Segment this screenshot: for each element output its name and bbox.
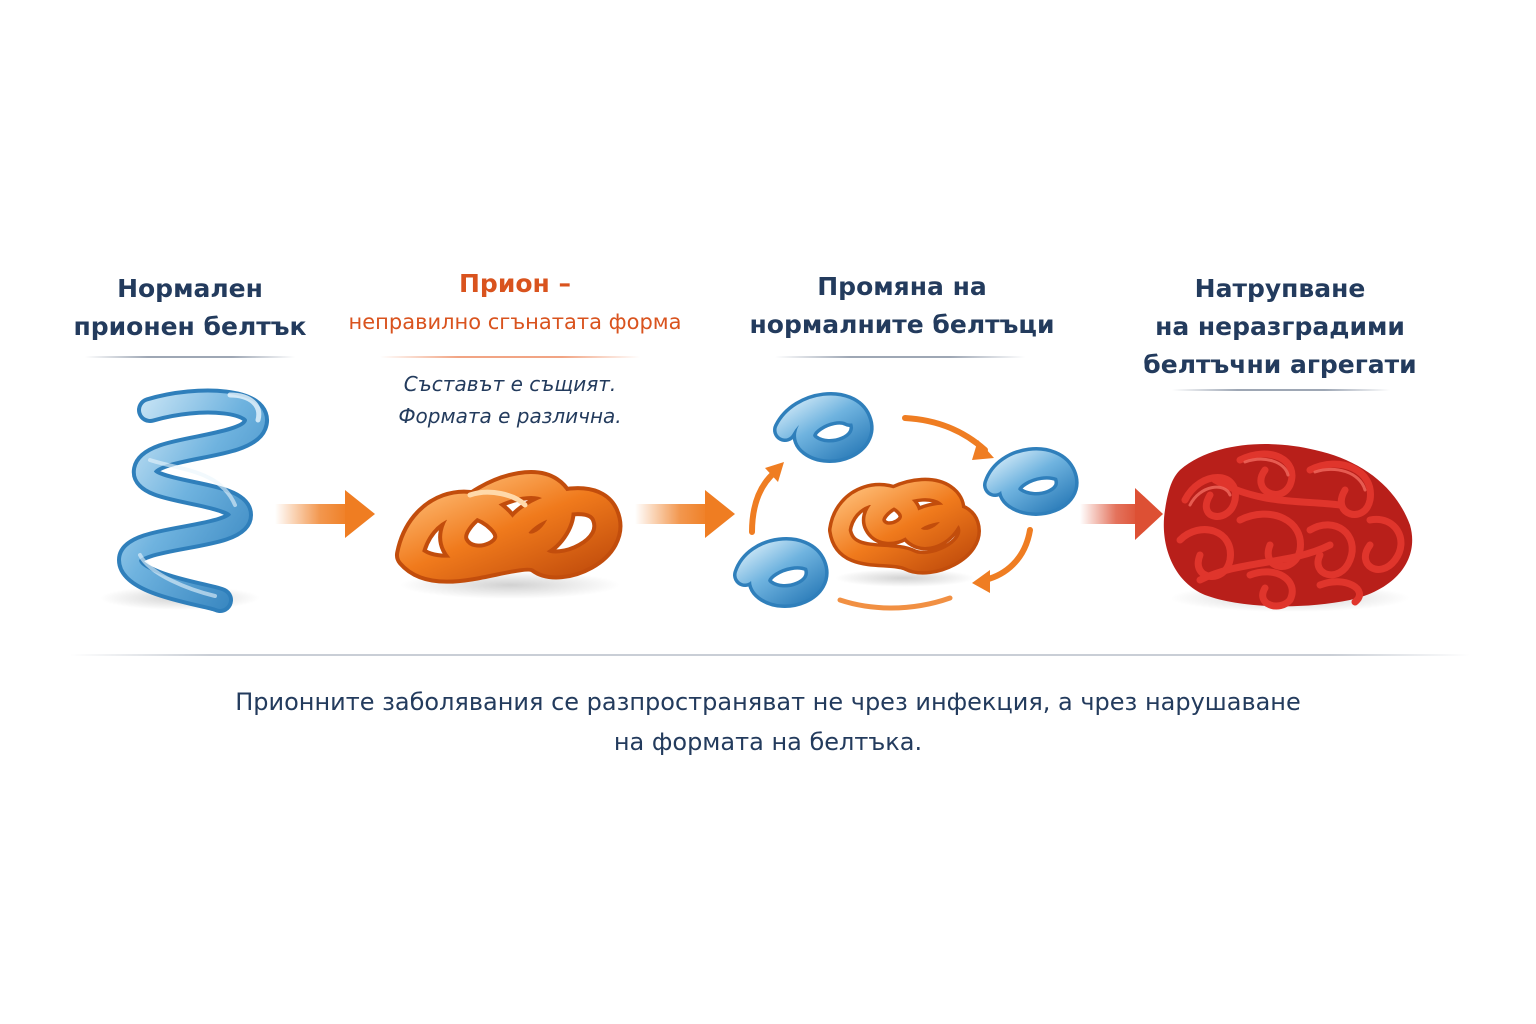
stage-4-title-line-2: на неразградими [1155, 312, 1405, 341]
stage-1-title: Нормален прионен белтък [60, 270, 320, 346]
stage-2-underline [380, 356, 640, 358]
fragment-bottom-left-icon [733, 537, 829, 608]
stage-2-note-line-1: Съставът е същият. [403, 372, 617, 396]
stage-3-title: Промяна на нормалните белтъци [742, 268, 1062, 344]
arrow-2-icon [635, 490, 735, 538]
helix-protein-icon [100, 388, 269, 613]
stage-3-title-line-1: Промяна на [817, 272, 987, 301]
stage-2-title: Прион – неправилно сгънатата форма [340, 265, 690, 341]
stage-2-title-line-2: неправилно сгънатата форма [348, 310, 682, 334]
caption-line-1: Прионните заболявания се разпространяват… [235, 688, 1301, 716]
section-divider [70, 654, 1470, 656]
caption: Прионните заболявания се разпространяват… [0, 682, 1536, 762]
stage-3-underline [775, 356, 1025, 358]
stage-2-title-line-1: Прион – [459, 269, 571, 298]
stage-2-note-line-2: Формата е различна. [398, 404, 622, 428]
stage-4-title-line-1: Натрупване [1194, 274, 1366, 303]
stage-1-title-line-2: прионен белтък [73, 312, 307, 341]
arrow-1-icon [275, 490, 375, 538]
stage-1-underline [85, 356, 295, 358]
stage-4-underline [1172, 389, 1390, 391]
caption-line-2: на формата на белтъка. [613, 728, 923, 756]
fragment-right-icon [983, 447, 1079, 516]
central-prion-icon [828, 477, 981, 587]
stage-1-title-line-1: Нормален [117, 274, 263, 303]
misfolded-prion-icon [395, 470, 623, 599]
arrow-3-icon [1080, 488, 1163, 540]
stage-2-note: Съставът е същият. Формата е различна. [360, 368, 660, 432]
stage-4-title-line-3: белтъчни агрегати [1143, 350, 1417, 379]
protein-aggregate-icon [1163, 444, 1413, 612]
stage-4-title: Натрупване на неразградими белтъчни агре… [1130, 270, 1430, 384]
stage-3-title-line-2: нормалните белтъци [749, 310, 1055, 339]
conversion-cycle-icon [733, 392, 1079, 611]
fragment-top-left-icon [773, 392, 874, 463]
